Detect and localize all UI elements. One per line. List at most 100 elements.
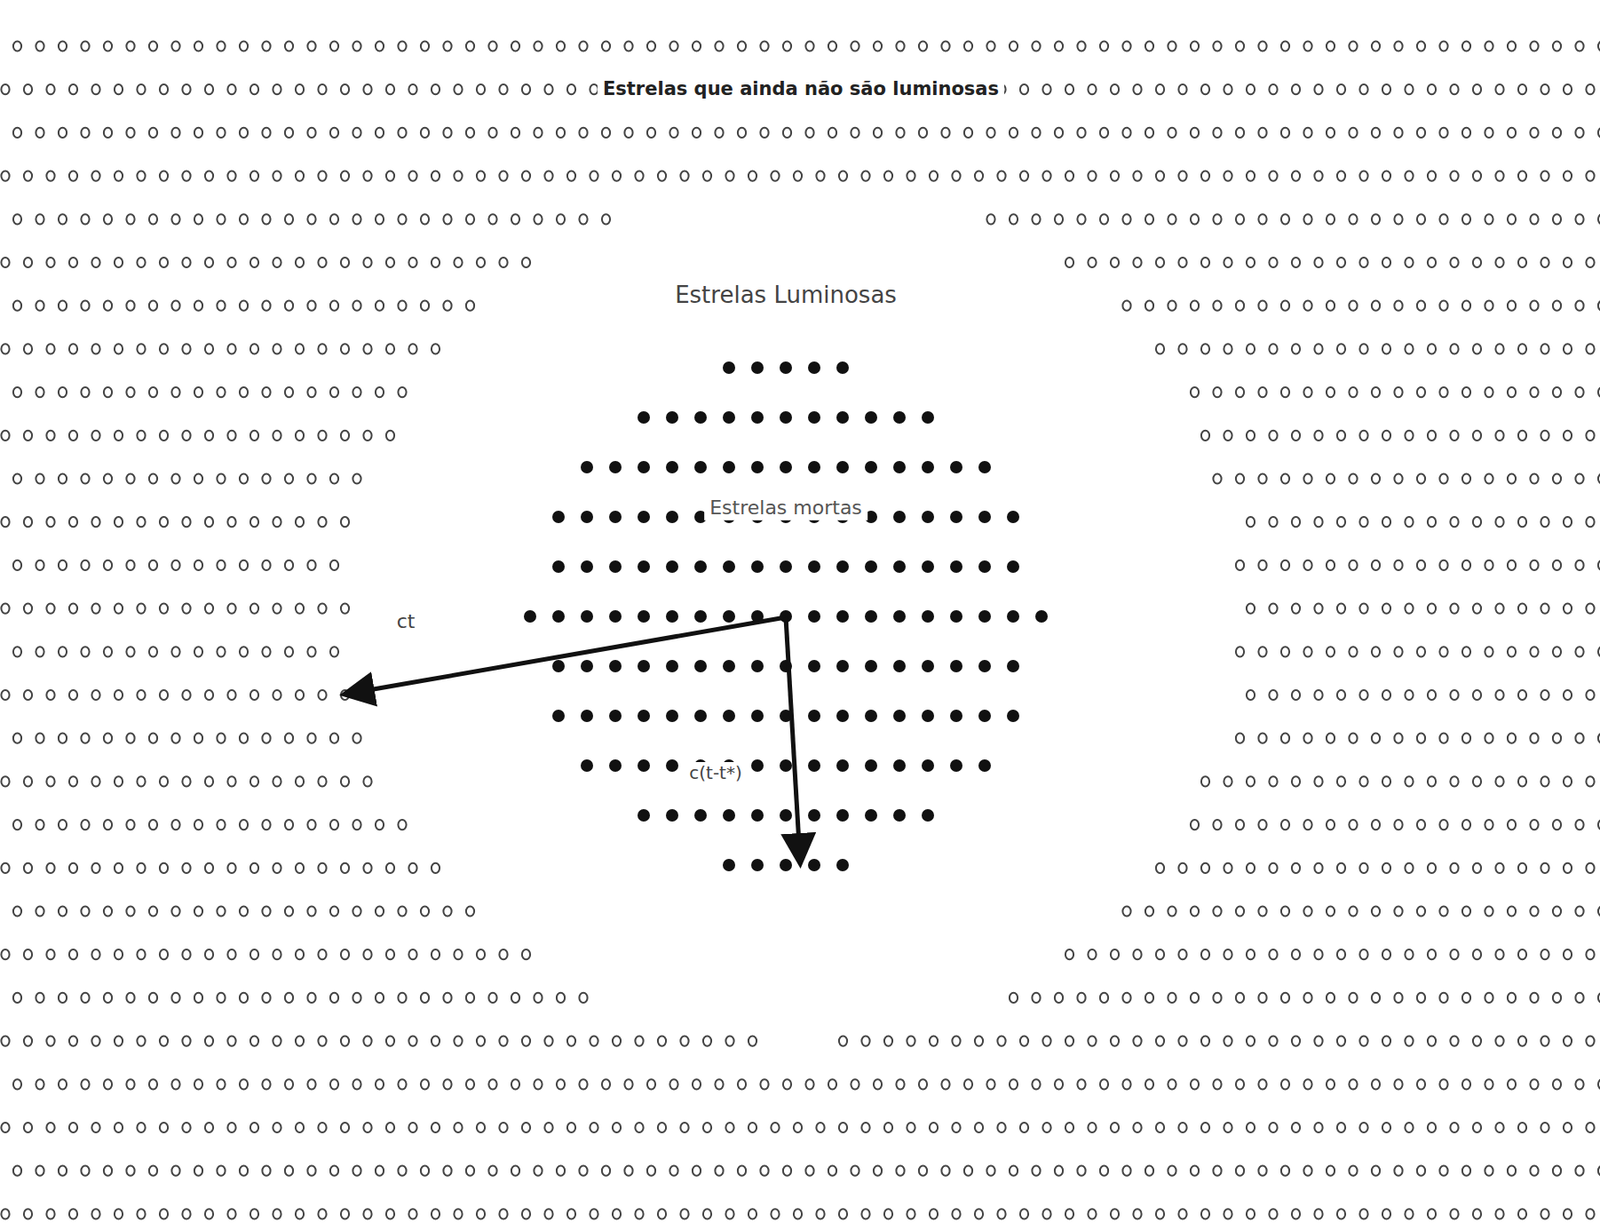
unlit-star (1031, 40, 1040, 51)
unlit-star (1167, 1078, 1176, 1089)
unlit-star (578, 213, 587, 224)
unlit-star (239, 300, 248, 311)
unlit-star (1246, 1122, 1255, 1133)
dead-star (1006, 709, 1020, 722)
unlit-star (861, 171, 870, 182)
unlit-star (1563, 343, 1572, 354)
unlit-star (1268, 949, 1277, 959)
dead-star (609, 560, 622, 573)
unlit-star (1404, 1036, 1413, 1046)
radius-label: c(t-t*) (686, 761, 745, 784)
unlit-star (295, 603, 304, 614)
unlit-star (149, 1165, 158, 1176)
unlit-star (114, 171, 123, 182)
unlit-star (815, 1122, 824, 1133)
unlit-star (46, 689, 55, 700)
unlit-star (126, 40, 135, 51)
unlit-star (1417, 560, 1426, 571)
unlit-star (1201, 776, 1210, 786)
unlit-star (307, 213, 316, 224)
unlit-star (114, 776, 123, 786)
unlit-star (420, 127, 429, 138)
unlit-star (1178, 1036, 1187, 1046)
unlit-star (1563, 949, 1572, 959)
unlit-star (1122, 40, 1131, 51)
unlit-star (182, 689, 191, 700)
unlit-star (1439, 40, 1448, 51)
unlit-star (1201, 257, 1210, 268)
unlit-star (453, 171, 462, 182)
unlit-star (285, 1165, 294, 1176)
unlit-star (1020, 1122, 1029, 1133)
unlit-star (1462, 646, 1471, 657)
unlit-star (476, 1208, 485, 1219)
unlit-star (46, 1208, 55, 1219)
unlit-star (1223, 430, 1232, 441)
unlit-star (307, 1078, 316, 1089)
unlit-star (420, 300, 429, 311)
unlit-star (69, 430, 78, 441)
unlit-star (1529, 905, 1538, 916)
unlit-star (815, 171, 824, 182)
unlit-star (216, 992, 225, 1003)
dead-star (609, 659, 622, 673)
unlit-star (363, 171, 372, 182)
unlit-star (783, 127, 792, 138)
unlit-star (1303, 473, 1312, 484)
unlit-star (1473, 776, 1482, 786)
unlit-star (1462, 819, 1471, 830)
unlit-star (1235, 473, 1244, 484)
unlit-star (1110, 84, 1119, 95)
unlit-star (476, 949, 485, 959)
unlit-star (1449, 603, 1458, 614)
dead-star (836, 858, 849, 872)
unlit-star (1417, 127, 1426, 138)
unlit-star (1484, 127, 1493, 138)
unlit-star (1371, 127, 1380, 138)
unlit-star (1417, 387, 1426, 397)
unlit-star (1382, 257, 1391, 268)
dead-star (807, 609, 821, 623)
unlit-star (159, 1036, 168, 1046)
unlit-star (1132, 171, 1141, 182)
unlit-star (1065, 1208, 1074, 1219)
unlit-star (35, 387, 44, 397)
unlit-star (1507, 560, 1516, 571)
unlit-star (1145, 300, 1154, 311)
unlit-star (13, 40, 22, 51)
unlit-star (1212, 1078, 1221, 1089)
unlit-star (1065, 84, 1074, 95)
dead-star (864, 560, 878, 573)
unlit-star (453, 949, 462, 959)
unlit-star (1563, 689, 1572, 700)
unlit-star (330, 733, 339, 744)
unlit-star (1235, 127, 1244, 138)
unlit-star (205, 1036, 214, 1046)
unlit-star (1258, 473, 1267, 484)
dead-star (864, 609, 878, 623)
unlit-star (363, 949, 372, 959)
unlit-star (114, 516, 123, 527)
unlit-star (918, 1165, 927, 1176)
unlit-star (330, 40, 339, 51)
unlit-star (1462, 560, 1471, 571)
unlit-star (1100, 127, 1109, 138)
unlit-star (330, 300, 339, 311)
unlit-star (624, 1078, 633, 1089)
unlit-star (748, 1122, 757, 1133)
unlit-star (714, 1165, 723, 1176)
unlit-star (1462, 473, 1471, 484)
dead-star (864, 709, 878, 722)
unlit-star (1382, 430, 1391, 441)
unlit-star (1100, 992, 1109, 1003)
unlit-star (1337, 84, 1346, 95)
unlit-star (397, 1165, 406, 1176)
unlit-star (692, 1165, 701, 1176)
unlit-star (13, 560, 22, 571)
unlit-star (1449, 171, 1458, 182)
unlit-star (1065, 257, 1074, 268)
unlit-star (453, 1208, 462, 1219)
unlit-star (239, 387, 248, 397)
dead-star (836, 759, 849, 772)
unlit-star (1473, 171, 1482, 182)
